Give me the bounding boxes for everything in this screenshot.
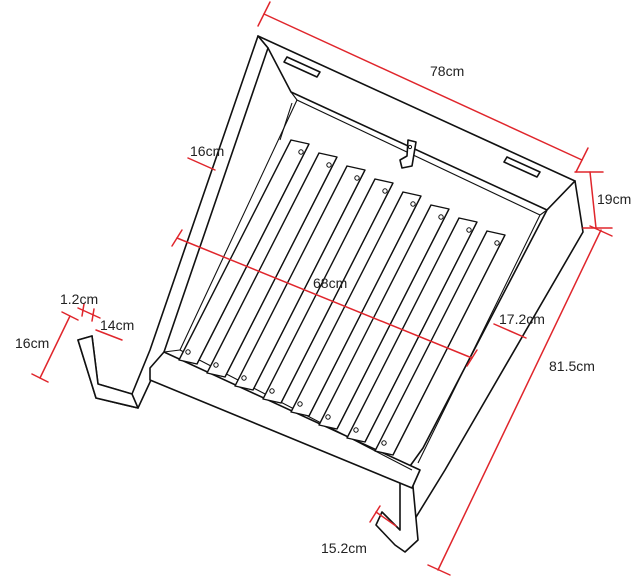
left-front-end [77,335,139,409]
label-inner-span: 68cm [313,275,347,291]
screw-hole [297,401,303,407]
screw-hole [410,201,416,207]
label-depth-right: 81.5cm [549,358,595,374]
slat-edge [392,234,506,456]
slat-edge [308,195,422,417]
frame-outline [77,35,584,553]
handle-slot-right [503,156,541,178]
label-side-board-width: 16cm [190,143,224,159]
slat-edge [252,169,366,391]
slat-edge [336,208,450,430]
label-bottom-gap: 15.2cm [321,540,367,556]
label-front-height: 16cm [15,335,49,351]
slat-edge [224,156,338,378]
screw-hole [241,375,247,381]
screw-hole [382,188,388,194]
label-right-gap: 17.2cm [499,311,545,327]
screw-hole [466,227,472,233]
screw-hole [213,362,219,368]
screw-hole [326,162,332,168]
slat-group [178,139,506,456]
screw-hole [438,214,444,220]
front-board [149,351,421,489]
screw-hole [353,427,359,433]
slat-edge [280,182,394,404]
label-width-top: 78cm [430,63,464,79]
dimension-lines [31,1,613,576]
screw-hole [381,440,387,446]
dimension-labels: 78cm 19cm 81.5cm 68cm 16cm 16cm 1.2cm 14… [15,63,631,556]
label-front-inner: 14cm [100,317,134,333]
label-board-thickness: 1.2cm [60,291,98,307]
slat-edge [196,143,310,365]
screw-hole [269,388,275,394]
handle-slot-left [283,56,321,78]
screw-hole [494,240,500,246]
label-wall-height-right: 19cm [597,191,631,207]
screw-hole [298,149,304,155]
slat-edge [364,221,478,443]
screw-hole [325,414,331,420]
screw-hole [354,175,360,181]
screw-hole [185,349,191,355]
